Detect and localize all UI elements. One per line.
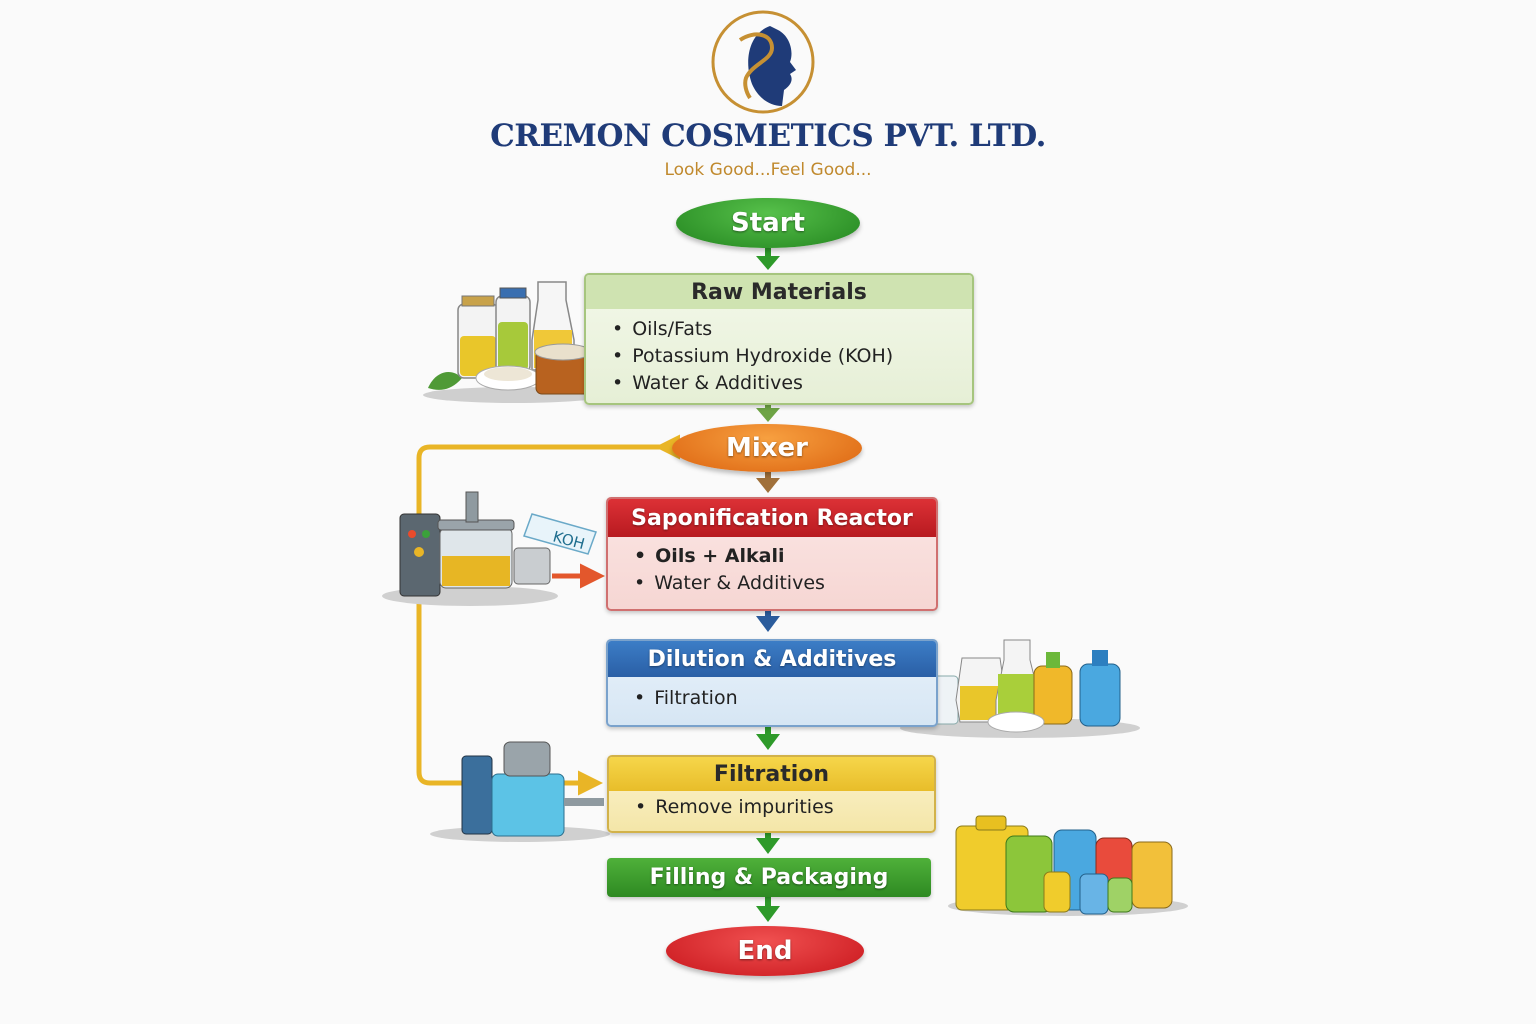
raw-materials-title: Raw Materials xyxy=(586,275,972,309)
company-name: CREMON COSMETICS PVT. LTD. xyxy=(490,118,1046,154)
dilution-list: Filtration xyxy=(608,677,936,712)
filtration-title: Filtration xyxy=(609,757,934,791)
reactor-list: Oils + Alkali Water & Additives xyxy=(608,537,936,597)
filtration-list: Remove impurities xyxy=(609,791,934,821)
list-item: Water & Additives xyxy=(634,570,936,597)
raw-materials-illustration xyxy=(423,281,607,403)
packaging-illustration xyxy=(948,815,1188,916)
dilution-title: Dilution & Additives xyxy=(608,641,936,677)
reactor-title: Saponification Reactor xyxy=(608,499,936,537)
raw-materials-box: Raw Materials Oils/Fats Potassium Hydrox… xyxy=(584,273,974,405)
mixer-node: Mixer xyxy=(672,424,862,472)
list-item: Potassium Hydroxide (KOH) xyxy=(612,343,972,370)
list-item: Oils/Fats xyxy=(612,316,972,343)
start-node: Start xyxy=(676,198,860,248)
list-item: Oils + Alkali xyxy=(634,543,936,570)
company-tagline: Look Good...Feel Good... xyxy=(664,160,872,180)
raw-materials-list: Oils/Fats Potassium Hydroxide (KOH) Wate… xyxy=(586,309,972,397)
end-node: End xyxy=(666,926,864,976)
loop-arrow xyxy=(416,434,680,796)
company-logo xyxy=(711,10,815,114)
filtration-illustration xyxy=(430,741,610,842)
list-item: Remove impurities xyxy=(635,794,934,821)
saponification-reactor-box: Saponification Reactor Oils + Alkali Wat… xyxy=(606,497,938,611)
dilution-additives-box: Dilution & Additives Filtration xyxy=(606,639,938,727)
reactor-illustration: KOH xyxy=(382,491,597,606)
list-item: Water & Additives xyxy=(612,370,972,397)
filling-packaging-node: Filling & Packaging xyxy=(607,858,931,897)
list-item: Filtration xyxy=(634,685,936,712)
filtration-box: Filtration Remove impurities xyxy=(607,755,936,833)
